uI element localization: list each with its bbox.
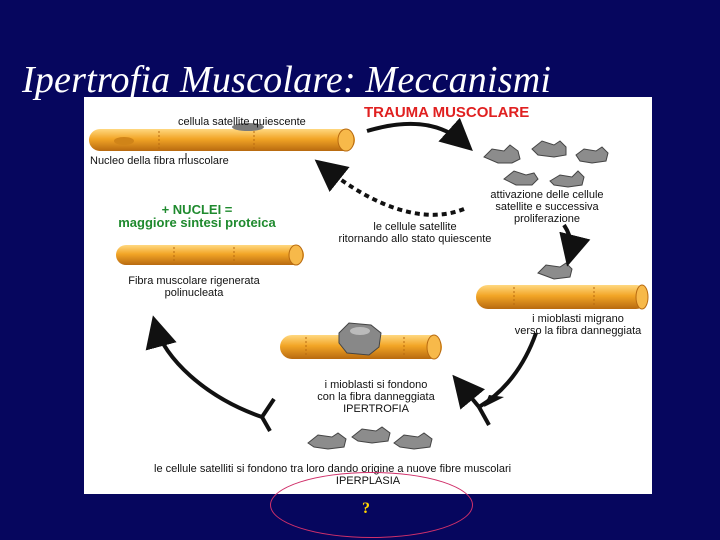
label-fuse: i mioblasti si fondono con la fibra dann… bbox=[317, 379, 435, 415]
arrow-return-quiescent bbox=[314, 159, 465, 217]
question-mark: ? bbox=[362, 500, 370, 517]
label-fuse-each-other: le cellule satelliti si fondono tra loro… bbox=[154, 463, 512, 475]
satellite-cells-activated bbox=[483, 140, 609, 188]
highlight-oval bbox=[270, 472, 473, 538]
satellite-cell-shape bbox=[232, 123, 264, 131]
muscle-fiber-right bbox=[476, 284, 649, 310]
muscle-fiber-center bbox=[280, 322, 442, 360]
satellite-cell-migrating bbox=[537, 262, 573, 280]
muscle-diagram: TRAUMA MUSCOLARE cellula satellite quies… bbox=[84, 97, 652, 494]
label-migrate: i mioblasti migrano verso la fibra danne… bbox=[514, 313, 642, 337]
label-activation: attivazione delle cellule satellite e su… bbox=[490, 189, 604, 225]
slide-title: Ipertrofia Muscolare: Meccanismi bbox=[22, 59, 552, 101]
arrow-to-regenerated bbox=[145, 315, 263, 419]
diagram-title: TRAUMA MUSCOLARE bbox=[364, 104, 530, 121]
arrow-proliferation bbox=[559, 223, 591, 267]
muscle-fiber-top bbox=[89, 123, 355, 152]
muscle-fiber-regenerated bbox=[116, 244, 304, 266]
arrow-trauma bbox=[366, 117, 473, 152]
label-return-quiescent: le cellule satellite ritornando allo sta… bbox=[338, 221, 492, 245]
label-more-nuclei: + NUCLEI = maggiore sintesi proteica bbox=[118, 202, 276, 230]
arrow-migrate-down bbox=[477, 332, 538, 409]
satellite-cells-fusing bbox=[307, 426, 433, 450]
arrow-branch-iperplasia bbox=[477, 406, 491, 426]
arrow-branch-ipertrofia bbox=[452, 374, 486, 410]
diagram-graphics bbox=[89, 117, 649, 450]
label-regenerated: Fibra muscolare rigenerata polinucleata bbox=[128, 275, 260, 299]
label-satellite-quiescent: cellula satellite quiescente bbox=[178, 116, 306, 128]
label-nucleus: Nucleo della fibra muscolare bbox=[90, 155, 229, 167]
